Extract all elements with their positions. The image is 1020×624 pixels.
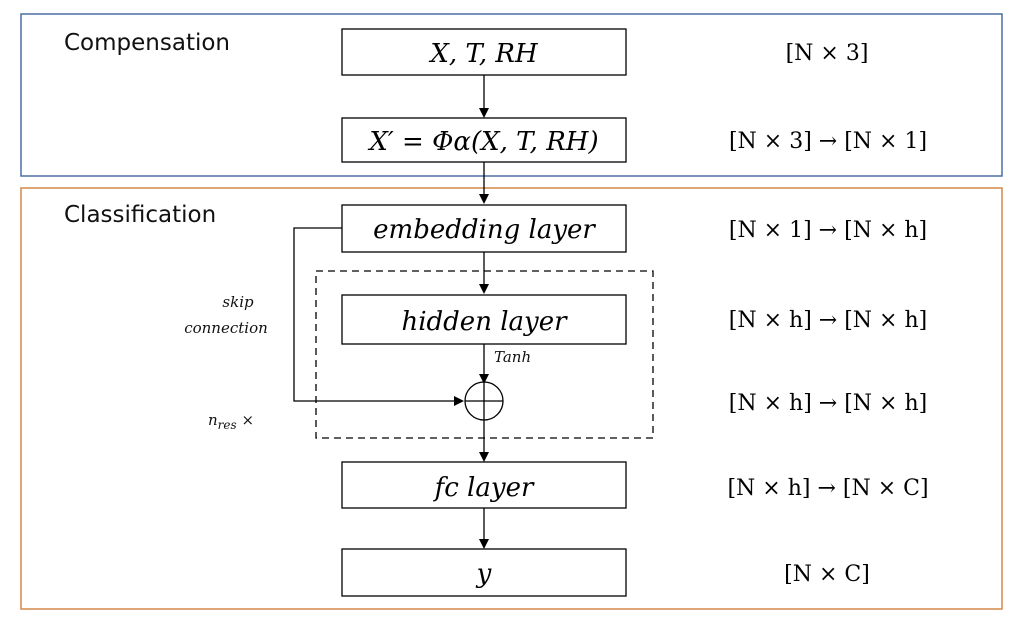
embedding-layer-box: embedding layer — [341, 204, 627, 253]
hidden-layer-box: hidden layer — [341, 294, 627, 345]
compensation-box: X′ = Φα(X, T, RH) — [341, 117, 627, 163]
repeat-count-suffix: × — [237, 411, 254, 429]
svg-text:embedding layer: embedding layer — [373, 215, 596, 245]
shape-addition: [N × h] → [N × h] — [729, 391, 927, 416]
shape-output: [N × C] — [784, 562, 870, 587]
shape-fc: [N × h] → [N × C] — [727, 476, 928, 501]
addition-node — [464, 381, 504, 421]
repeat-count-subscript: res — [218, 418, 237, 432]
skip-connection-label-line1: skip — [222, 293, 254, 311]
shape-hidden: [N × h] → [N × h] — [729, 308, 927, 333]
fc-layer-box: fc layer — [341, 461, 627, 509]
compensation-section-frame — [20, 13, 1003, 177]
input-box: X, T, RH — [341, 28, 627, 76]
skip-connection-label-line2: connection — [184, 319, 268, 337]
shape-compensation: [N × 3] → [N × 1] — [729, 129, 927, 154]
repeat-count-label: nres × — [208, 411, 254, 432]
svg-text:fc layer: fc layer — [433, 473, 535, 503]
svg-text:X, T, RH: X, T, RH — [428, 39, 539, 69]
classification-section-frame — [20, 187, 1003, 610]
compensation-section-label: Compensation — [64, 30, 230, 56]
svg-text:y: y — [476, 559, 492, 589]
repeat-count-base: n — [208, 411, 218, 429]
output-box: y — [341, 548, 627, 597]
activation-label: Tanh — [494, 348, 531, 366]
classification-section-label: Classification — [64, 202, 216, 228]
svg-text:X′ = Φα(X, T, RH): X′ = Φα(X, T, RH) — [367, 127, 598, 157]
shape-input: [N × 3] — [786, 41, 869, 66]
svg-text:hidden layer: hidden layer — [401, 307, 568, 337]
shape-embedding: [N × 1] → [N × h] — [729, 218, 927, 243]
skip-connection-path — [293, 227, 464, 406]
